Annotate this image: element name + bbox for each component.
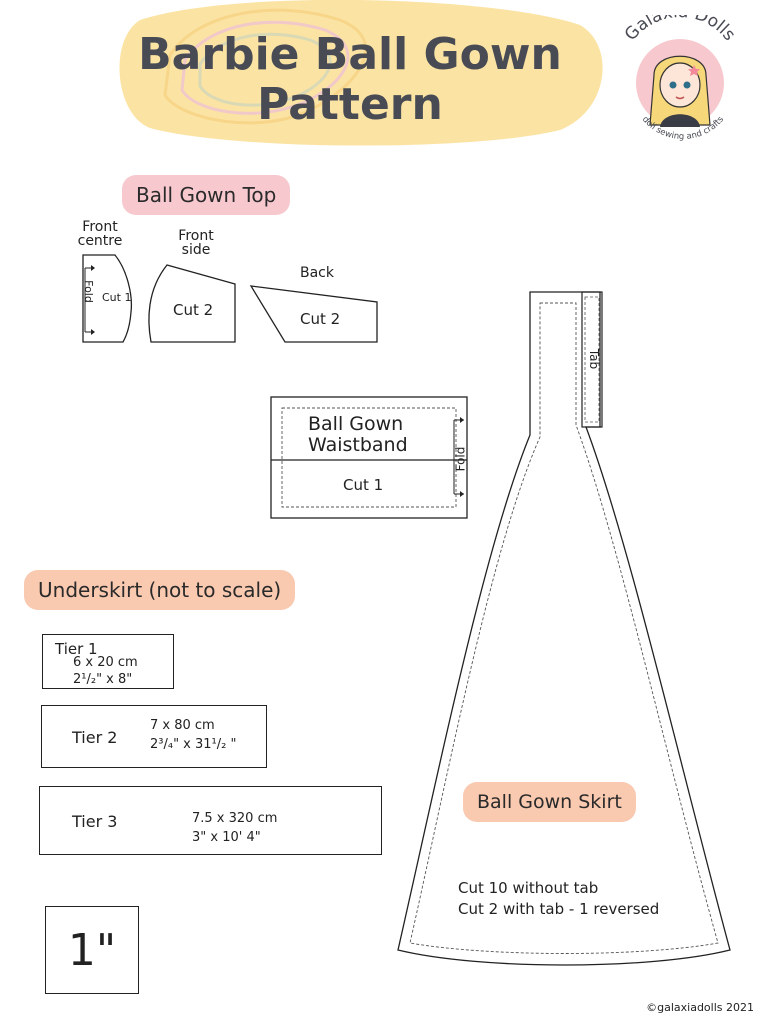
back-piece bbox=[249, 285, 378, 343]
tier-2-name: Tier 2 bbox=[72, 728, 118, 747]
page-title: Barbie Ball Gown Pattern bbox=[110, 30, 590, 130]
front-centre-fold: Fold bbox=[81, 280, 95, 303]
tier-3-metric: 7.5 x 320 cm bbox=[192, 811, 278, 826]
title-line-2: Pattern bbox=[257, 79, 443, 130]
skirt-cut-instructions: Cut 10 without tab Cut 2 with tab - 1 re… bbox=[458, 879, 660, 918]
front-centre-piece bbox=[82, 254, 133, 343]
tier-2-imperial: 2³/₄" x 31¹/₂ " bbox=[150, 737, 237, 752]
section-heading-skirt: Ball Gown Skirt bbox=[463, 782, 636, 822]
section-heading-top: Ball Gown Top bbox=[122, 175, 291, 215]
back-cut: Cut 2 bbox=[300, 310, 341, 328]
section-heading-underskirt: Underskirt (not to scale) bbox=[24, 570, 296, 610]
tier-2-box: Tier 2 7 x 80 cm 2³/₄" x 31¹/₂ " bbox=[41, 705, 267, 768]
piece-label-front-side: Front side bbox=[178, 228, 214, 258]
title-line-1: Barbie Ball Gown bbox=[138, 29, 562, 80]
scale-label: 1" bbox=[67, 924, 117, 976]
doll-face-icon: Galaxia Dolls doll sewing and crafts bbox=[621, 2, 739, 142]
scale-check-box: 1" bbox=[45, 906, 139, 994]
front-side-piece bbox=[148, 264, 236, 343]
tier-1-metric: 6 x 20 cm bbox=[73, 655, 138, 670]
piece-label-back: Back bbox=[300, 265, 334, 281]
tier-1-box: Tier 1 6 x 20 cm 2¹/₂" x 8" bbox=[42, 634, 174, 689]
title-background-blob bbox=[119, 0, 603, 146]
waistband-name: Ball Gown Waistband bbox=[308, 413, 408, 456]
skirt-pattern-piece bbox=[397, 291, 731, 966]
tier-3-imperial: 3" x 10' 4" bbox=[192, 830, 261, 845]
tier-3-name: Tier 3 bbox=[72, 812, 118, 831]
piece-label-front-centre: Front centre bbox=[77, 219, 123, 249]
brand-logo: Galaxia Dolls doll sewing and crafts bbox=[610, 2, 750, 150]
copyright-notice: ©galaxiadolls 2021 bbox=[646, 1001, 754, 1014]
skirt-tab-label: Tab bbox=[587, 348, 602, 370]
front-centre-cut: Cut 1 bbox=[102, 291, 132, 304]
waistband-piece bbox=[270, 396, 468, 519]
front-side-cut: Cut 2 bbox=[173, 301, 214, 319]
tier-2-metric: 7 x 80 cm bbox=[150, 718, 215, 733]
tier-3-box: Tier 3 7.5 x 320 cm 3" x 10' 4" bbox=[39, 786, 382, 855]
top-pattern-pieces bbox=[82, 254, 378, 343]
waistband-cut: Cut 1 bbox=[343, 476, 384, 494]
tier-1-name: Tier 1 bbox=[55, 640, 98, 658]
tier-1-imperial: 2¹/₂" x 8" bbox=[73, 672, 133, 687]
